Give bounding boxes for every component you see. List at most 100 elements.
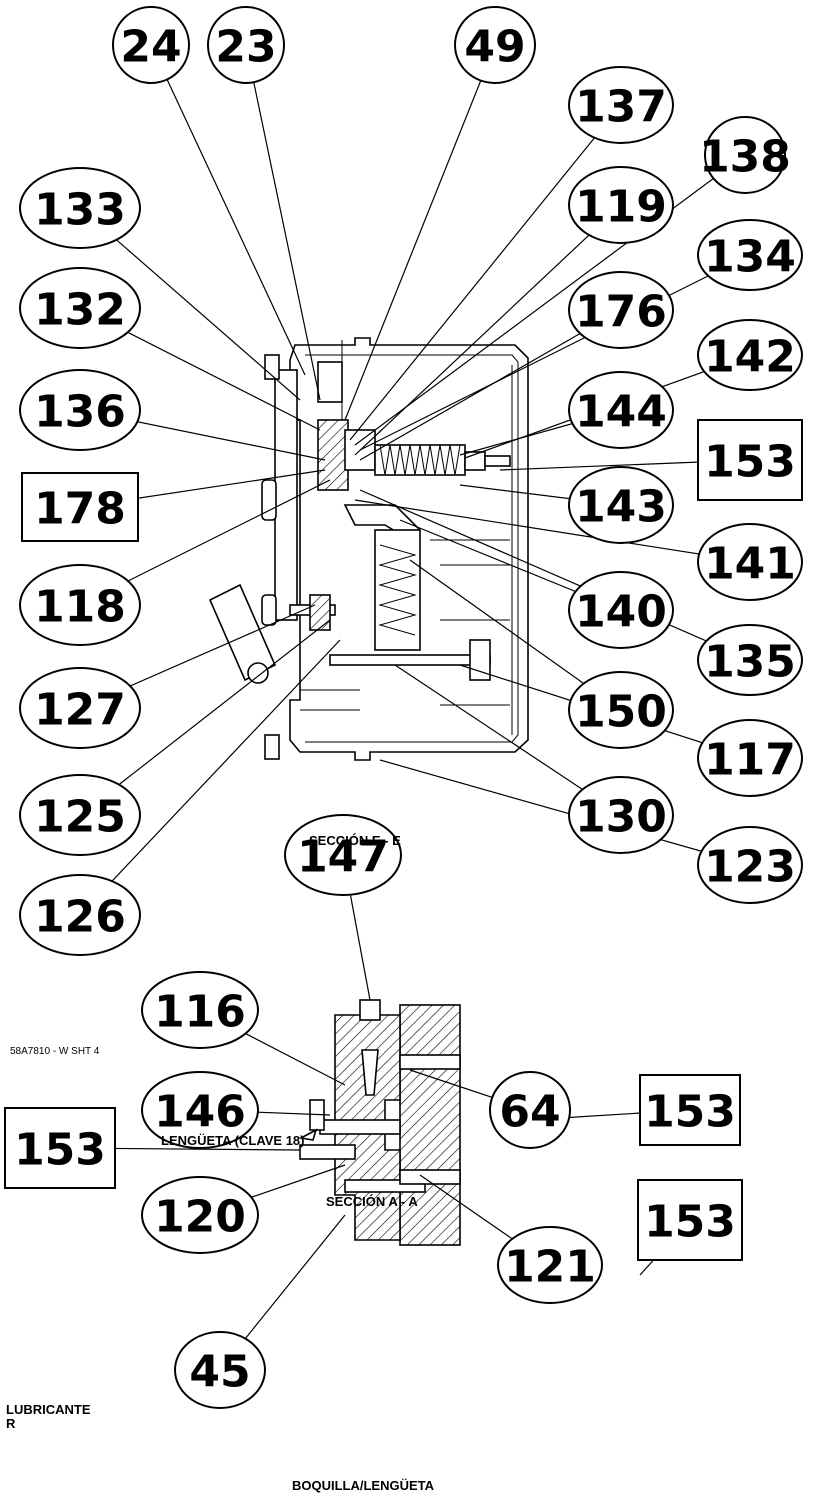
callout-49-c49: 49 (454, 6, 536, 84)
callout-176-c176: 176 (568, 271, 674, 349)
range-spring (374, 444, 511, 476)
callout-number: 142 (704, 332, 796, 383)
leader-c125 (79, 619, 331, 816)
callout-shape (697, 419, 803, 501)
cover-stud-bottom (264, 734, 280, 760)
callout-142-c142: 142 (697, 319, 803, 391)
callout-number: 178 (34, 484, 126, 535)
callout-shape (454, 6, 536, 84)
external-arm (208, 583, 277, 682)
callout-shape (284, 814, 402, 896)
callout-153-c153b: 153 (4, 1107, 116, 1189)
callout-118-c118: 118 (19, 564, 141, 646)
cover-plate (274, 369, 298, 621)
callout-144-c144: 144 (568, 371, 674, 449)
callout-133-c133: 133 (19, 167, 141, 249)
callout-number: 118 (34, 582, 126, 633)
callout-shape (141, 1176, 259, 1254)
callout-shape (568, 466, 674, 544)
callout-178-c178: 178 (21, 472, 139, 542)
callout-shape (568, 571, 674, 649)
callout-shape (568, 776, 674, 854)
leader-c141 (354, 499, 751, 563)
lubricant-label-2: R (6, 1416, 16, 1431)
callout-number: 24 (120, 22, 181, 73)
section-e-drawing (208, 337, 529, 761)
nozzle-top (359, 999, 381, 1021)
callout-116-c116: 116 (141, 971, 259, 1049)
callout-153-c153d: 153 (637, 1179, 743, 1261)
arm-pivot (247, 662, 269, 684)
callout-24-c24: 24 (112, 6, 190, 84)
callout-shape (207, 6, 285, 84)
block-body (399, 1004, 461, 1246)
block-bolt-top (399, 1054, 461, 1070)
callout-number: 150 (575, 687, 667, 738)
callout-number: 153 (644, 1087, 736, 1138)
callout-117-c117: 117 (697, 719, 803, 797)
callout-number: 137 (575, 82, 667, 133)
callout-126-c126: 126 (19, 874, 141, 956)
callout-number: 134 (704, 232, 796, 283)
leader-c137 (349, 104, 622, 441)
zero-spring (374, 529, 421, 651)
callout-shape (697, 624, 803, 696)
block-bolt-bottom (399, 1169, 461, 1185)
callout-number: 136 (34, 387, 126, 438)
callout-134-c134: 134 (697, 219, 803, 291)
callout-number: 138 (699, 132, 791, 183)
top-screw-block (317, 361, 343, 403)
housing-inner-wall (305, 354, 519, 743)
leader-c126 (79, 639, 341, 916)
callout-127-c127: 127 (19, 667, 141, 749)
callout-23-c23: 23 (207, 6, 285, 84)
section-a-drawing (298, 999, 461, 1246)
bottom-title: BOQUILLA/LENGÜETA (292, 1478, 435, 1493)
nozzle-tip (361, 1049, 379, 1096)
callout-shape (697, 826, 803, 904)
callout-shape (19, 167, 141, 249)
callout-146-c146: 146 (141, 1071, 259, 1149)
callout-number: 120 (154, 1192, 246, 1243)
callout-number: 144 (575, 387, 667, 438)
section-a-label: SECCIÓN A - A (326, 1194, 418, 1209)
callout-119-c119: 119 (568, 166, 674, 244)
callout-number: 121 (504, 1242, 596, 1293)
callout-shape (568, 66, 674, 144)
callout-number: 119 (575, 182, 667, 233)
callout-120-c120: 120 (141, 1176, 259, 1254)
callout-shape (141, 971, 259, 1049)
leader-c49 (344, 44, 496, 421)
callout-shape (704, 116, 786, 194)
callout-shape (19, 874, 141, 956)
callout-number: 147 (297, 832, 389, 883)
callout-shape (19, 369, 141, 451)
callout-number: 125 (34, 792, 126, 843)
callout-153-c153c: 153 (639, 1074, 741, 1146)
callout-135-c135: 135 (697, 624, 803, 696)
callout-shape (568, 166, 674, 244)
callout-number: 141 (704, 539, 796, 590)
drawing-number: 58A7810 - W SHT 4 (10, 1046, 100, 1057)
callout-shape (568, 671, 674, 749)
callout-147-c147: 147 (284, 814, 402, 896)
callout-shape (697, 319, 803, 391)
cover-knob-2 (261, 594, 277, 626)
callout-140-c140: 140 (568, 571, 674, 649)
leader-c135 (359, 489, 751, 661)
callout-130-c130: 130 (568, 776, 674, 854)
callout-number: 153 (644, 1197, 736, 1248)
callout-138-c138: 138 (699, 116, 791, 194)
callout-64-c64: 64 (489, 1071, 571, 1149)
callout-number: 176 (575, 287, 667, 338)
callout-132-c132: 132 (19, 267, 141, 349)
lower-pin (299, 1144, 356, 1160)
callout-number: 153 (14, 1125, 106, 1176)
leader-c176 (359, 309, 622, 461)
callout-shape (697, 523, 803, 601)
callout-number: 117 (704, 735, 796, 786)
callout-shape (697, 719, 803, 797)
callout-shape (639, 1074, 741, 1146)
callout-shape (19, 267, 141, 349)
